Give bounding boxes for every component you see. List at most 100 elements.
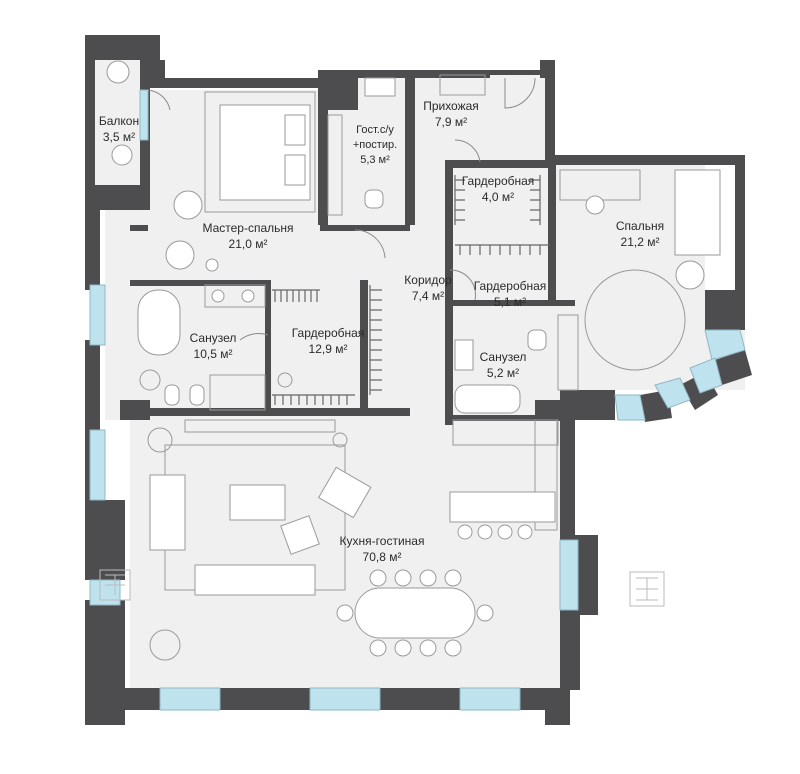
- label-guest-wc-name-1: Гост.с/у: [356, 124, 394, 136]
- cabinet: [557, 314, 579, 391]
- label-bathroom-small-area: 5,2 м²: [487, 366, 519, 380]
- label-wardrobe-big-area: 12,9 м²: [309, 342, 348, 356]
- window-living-bottom-2: [309, 687, 381, 711]
- dining-chair: [419, 639, 437, 657]
- floor-area: [90, 60, 745, 700]
- vanity: [204, 284, 266, 308]
- wardrobe-small-rail: [454, 175, 550, 255]
- bathroom-door: [239, 333, 269, 341]
- dining-chair: [419, 569, 437, 587]
- sink-small: [454, 339, 474, 371]
- window-master-left: [89, 284, 106, 346]
- label-kitchen-living-name: Кухня-гостиная: [340, 534, 425, 548]
- dining-chair: [394, 639, 412, 657]
- hallway-rug: [439, 74, 486, 96]
- bar-stool: [457, 524, 473, 540]
- balcony-chair: [106, 60, 130, 84]
- label-bathroom-master-name: Санузел: [190, 331, 237, 345]
- armchair: [173, 190, 203, 220]
- dining-chair: [369, 569, 387, 587]
- label-wardrobe-small-name: Гардеробная: [462, 174, 535, 188]
- dining-chair: [444, 569, 462, 587]
- bidet: [189, 384, 205, 406]
- window-living-right: [559, 539, 579, 611]
- label-bedroom-name: Спальня: [616, 219, 664, 233]
- room-labels: Балкон 3,5 м² Мастер-спальня 21,0 м² Гос…: [99, 99, 664, 564]
- coffee-table: [229, 484, 286, 521]
- desk-chair: [585, 195, 605, 215]
- dining-chair: [369, 639, 387, 657]
- label-guest-wc-area: 5,3 м²: [360, 154, 390, 166]
- label-balcony-area: 3,5 м²: [103, 130, 135, 144]
- armchair-living: [317, 466, 372, 519]
- sink: [211, 289, 225, 303]
- tv-unit: [184, 419, 336, 433]
- guest-wc-storage: [327, 114, 343, 216]
- label-bedroom-area: 21,2 м²: [621, 235, 660, 249]
- kitchen-island: [449, 491, 556, 523]
- window-bedroom-curve-3: [654, 377, 691, 409]
- window-balcony: [139, 89, 149, 141]
- bed: [674, 169, 721, 256]
- label-wardrobe-mid-name: Гардеробная: [474, 279, 547, 293]
- master-bed-rug: [204, 91, 316, 213]
- label-guest-wc-name-2: +постир.: [353, 139, 397, 151]
- label-wardrobe-mid-area: 5,1 м²: [494, 295, 526, 309]
- dining-chair: [394, 569, 412, 587]
- sink: [241, 289, 255, 303]
- armchair-living: [280, 515, 320, 555]
- furniture: [106, 60, 721, 661]
- walls: [85, 35, 752, 725]
- window-living-bottom-3: [459, 687, 521, 711]
- plant: [139, 369, 161, 391]
- bar-stool: [517, 524, 533, 540]
- entrance-door: [504, 77, 536, 109]
- window-bedroom-curve-4: [614, 394, 646, 421]
- doors: [147, 77, 536, 341]
- label-bathroom-master-area: 10,5 м²: [194, 347, 233, 361]
- label-wardrobe-small-area: 4,0 м²: [482, 190, 514, 204]
- label-hallway-area: 7,9 м²: [435, 115, 467, 129]
- toilet: [164, 384, 180, 406]
- sofa: [149, 474, 186, 551]
- plant: [149, 629, 181, 661]
- label-kitchen-living-area: 70,8 м²: [363, 550, 402, 564]
- bar-stool: [477, 524, 493, 540]
- armchair: [165, 240, 195, 270]
- developer-logo-2: [99, 569, 131, 601]
- master-bedroom-door: [354, 229, 386, 259]
- plant: [147, 427, 173, 453]
- corridor-door: [449, 269, 476, 301]
- developer-logo: [629, 571, 665, 607]
- kitchen-counter: [452, 419, 559, 446]
- kitchen-counter-side: [534, 419, 558, 531]
- sofa-long: [194, 564, 316, 596]
- toilet-small: [527, 329, 547, 351]
- label-corridor-area: 7,4 м²: [412, 289, 444, 303]
- dining-chair: [476, 604, 494, 622]
- window-living-bottom-1: [159, 687, 221, 711]
- master-bed-pillow: [284, 114, 306, 146]
- wardrobe-door: [454, 139, 481, 163]
- master-bed-pillow: [284, 154, 306, 186]
- bar-stool: [497, 524, 513, 540]
- side-table: [205, 258, 219, 272]
- dining-chair: [444, 639, 462, 657]
- label-master-bedroom-area: 21,0 м²: [229, 237, 268, 251]
- balcony-door: [147, 89, 171, 111]
- window-bedroom-curve-2: [689, 357, 723, 394]
- guest-wc-sink: [364, 77, 396, 97]
- label-bathroom-small-name: Санузел: [480, 350, 527, 364]
- dining-table: [354, 587, 476, 639]
- rug-round: [584, 269, 686, 371]
- bathtub-small: [454, 384, 521, 414]
- label-corridor-name: Коридор: [404, 273, 452, 287]
- floor-lamp: [332, 432, 348, 448]
- dining-chair: [336, 604, 354, 622]
- shower: [209, 374, 266, 411]
- label-master-bedroom-name: Мастер-спальня: [202, 221, 293, 235]
- bathtub: [137, 289, 181, 356]
- ottoman: [277, 372, 293, 388]
- wardrobe-rail: [272, 285, 382, 405]
